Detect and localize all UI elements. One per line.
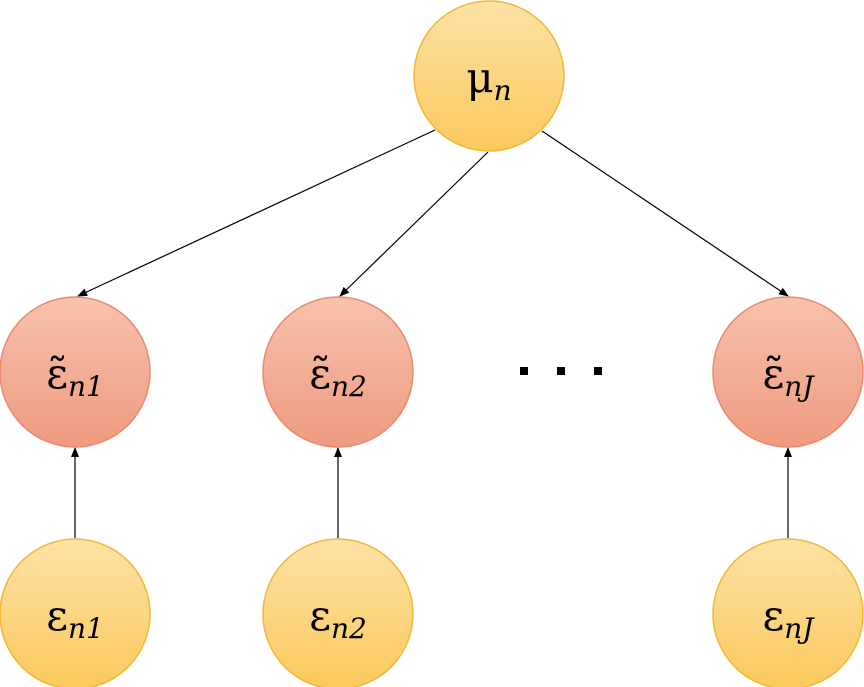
- node-eps-2: εn2: [262, 538, 414, 687]
- node-eps-J-subscript: nJ: [784, 612, 815, 645]
- node-eps-J-symbol: ε: [762, 591, 784, 640]
- node-eps-tilde-J-symbol: ε̃: [762, 349, 784, 398]
- node-mu-symbol: μ: [466, 53, 493, 102]
- node-eps-1-subscript: n1: [68, 612, 104, 645]
- svg-text:ε̃nJ: ε̃nJ: [762, 349, 815, 403]
- node-eps-tilde-1-subscript: n1: [68, 370, 104, 403]
- svg-text:ε̃n2: ε̃n2: [309, 349, 367, 403]
- node-eps-J: εnJ: [712, 538, 864, 687]
- node-eps-1: εn1: [0, 538, 151, 687]
- node-eps-tilde-J: ε̃nJ: [712, 296, 864, 448]
- svg-text:ε̃n1: ε̃n1: [46, 349, 104, 403]
- node-eps-2-circle: [262, 538, 414, 687]
- svg-text:εn2: εn2: [309, 591, 367, 645]
- node-mu-circle: [413, 0, 565, 152]
- ellipsis-dot-2: [557, 367, 565, 375]
- svg-text:εnJ: εnJ: [762, 591, 815, 645]
- node-eps-tilde-2-circle: [262, 296, 414, 448]
- node-eps-tilde-1: ε̃n1: [0, 296, 151, 448]
- node-eps-1-circle: [0, 538, 151, 687]
- edge-mu-to-eps-tilde-1: [77, 129, 436, 297]
- ellipsis-dot-3: [594, 367, 602, 375]
- node-eps-tilde-1-symbol: ε̃: [46, 349, 68, 398]
- ellipsis-icon: [520, 367, 602, 375]
- node-eps-2-subscript: n2: [331, 612, 367, 645]
- node-eps-tilde-1-circle: [0, 296, 151, 448]
- ellipsis-dot-1: [520, 367, 528, 375]
- node-mu-subscript: n: [494, 74, 512, 107]
- edge-mu-to-eps-tilde-J: [541, 130, 789, 297]
- svg-text:εn1: εn1: [46, 591, 104, 645]
- node-eps-J-circle: [712, 538, 864, 687]
- node-eps-tilde-J-circle: [712, 296, 864, 448]
- node-eps-tilde-2: ε̃n2: [262, 296, 414, 448]
- node-eps-1-symbol: ε: [46, 591, 68, 640]
- edge-mu-to-eps-tilde-2: [339, 151, 489, 297]
- node-eps-tilde-2-symbol: ε̃: [309, 349, 331, 398]
- node-eps-tilde-2-subscript: n2: [331, 370, 367, 403]
- edges: [71, 129, 792, 538]
- node-mu: μn: [413, 0, 565, 152]
- svg-text:μn: μn: [466, 53, 511, 107]
- node-eps-2-symbol: ε: [309, 591, 331, 640]
- node-eps-tilde-J-subscript: nJ: [784, 370, 815, 403]
